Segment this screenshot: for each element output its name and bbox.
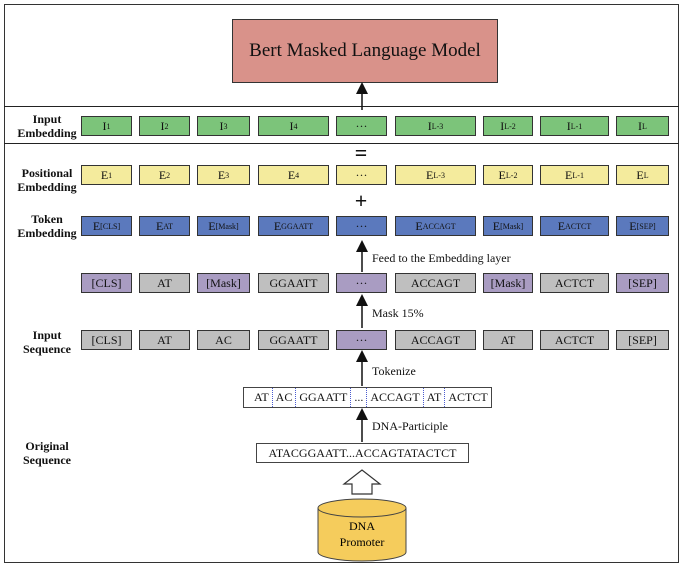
token-embedding-cell: E[SEP] <box>616 216 669 236</box>
divider-bottom <box>4 143 679 144</box>
step-mask-label: Mask 15% <box>372 306 424 320</box>
masked-sequence-cell: ··· <box>336 273 387 293</box>
input-sequence-cell: [CLS] <box>81 330 132 350</box>
masked-sequence-cell: ACTCT <box>540 273 609 293</box>
db-label-line1: DNA <box>349 519 375 533</box>
token-embedding-cell: E[Mask] <box>483 216 533 236</box>
input-sequence-cell: AC <box>197 330 250 350</box>
diagram-frame <box>4 4 679 563</box>
divider-top <box>4 106 679 107</box>
plus-sign: + <box>354 188 368 213</box>
step-tokenize-label: Tokenize <box>372 364 416 378</box>
masked-sequence-cell: [Mask] <box>197 273 250 293</box>
positional-embedding-cell: ··· <box>336 165 387 185</box>
input-sequence-cell: AT <box>139 330 190 350</box>
tokenized-piece: AC <box>273 388 297 407</box>
db-label-line2: Promoter <box>340 535 385 549</box>
tokenized-piece: ACTCT <box>448 390 488 404</box>
masked-sequence-cell: GGAATT <box>258 273 329 293</box>
step-feed-label: Feed to the Embedding layer <box>372 251 511 265</box>
tokenized-piece: ACCAGT <box>367 388 424 407</box>
tokenized-piece: AT <box>244 388 273 407</box>
step-participle-label: DNA-Participle <box>372 419 448 433</box>
input-sequence-cell: ACTCT <box>540 330 609 350</box>
token-embedding-cell: E[Mask] <box>197 216 250 236</box>
input-sequence-cell: ··· <box>336 330 387 350</box>
database-cylinder: DNA Promoter <box>317 498 407 562</box>
masked-sequence-cell: AT <box>139 273 190 293</box>
input-sequence-cell: AT <box>483 330 533 350</box>
tokenized-piece: GGAATT <box>296 388 352 407</box>
input-sequence-cell: [SEP] <box>616 330 669 350</box>
equals-sign: = <box>354 140 368 165</box>
original-sequence-box: ATACGGAATT...ACCAGTATACTCT <box>256 443 469 463</box>
token-embedding-cell: E[CLS] <box>81 216 132 236</box>
input-sequence-cell: GGAATT <box>258 330 329 350</box>
hollow-arrow <box>342 469 382 495</box>
tokenized-piece: ... <box>351 388 368 407</box>
input-embedding-cell: ··· <box>336 116 387 136</box>
input-sequence-cell: ACCAGT <box>395 330 476 350</box>
masked-sequence-cell: [SEP] <box>616 273 669 293</box>
masked-sequence-cell: [CLS] <box>81 273 132 293</box>
tokenized-piece: AT <box>424 388 446 407</box>
token-embedding-cell: ··· <box>336 216 387 236</box>
masked-sequence-cell: [Mask] <box>483 273 533 293</box>
masked-sequence-cell: ACCAGT <box>395 273 476 293</box>
